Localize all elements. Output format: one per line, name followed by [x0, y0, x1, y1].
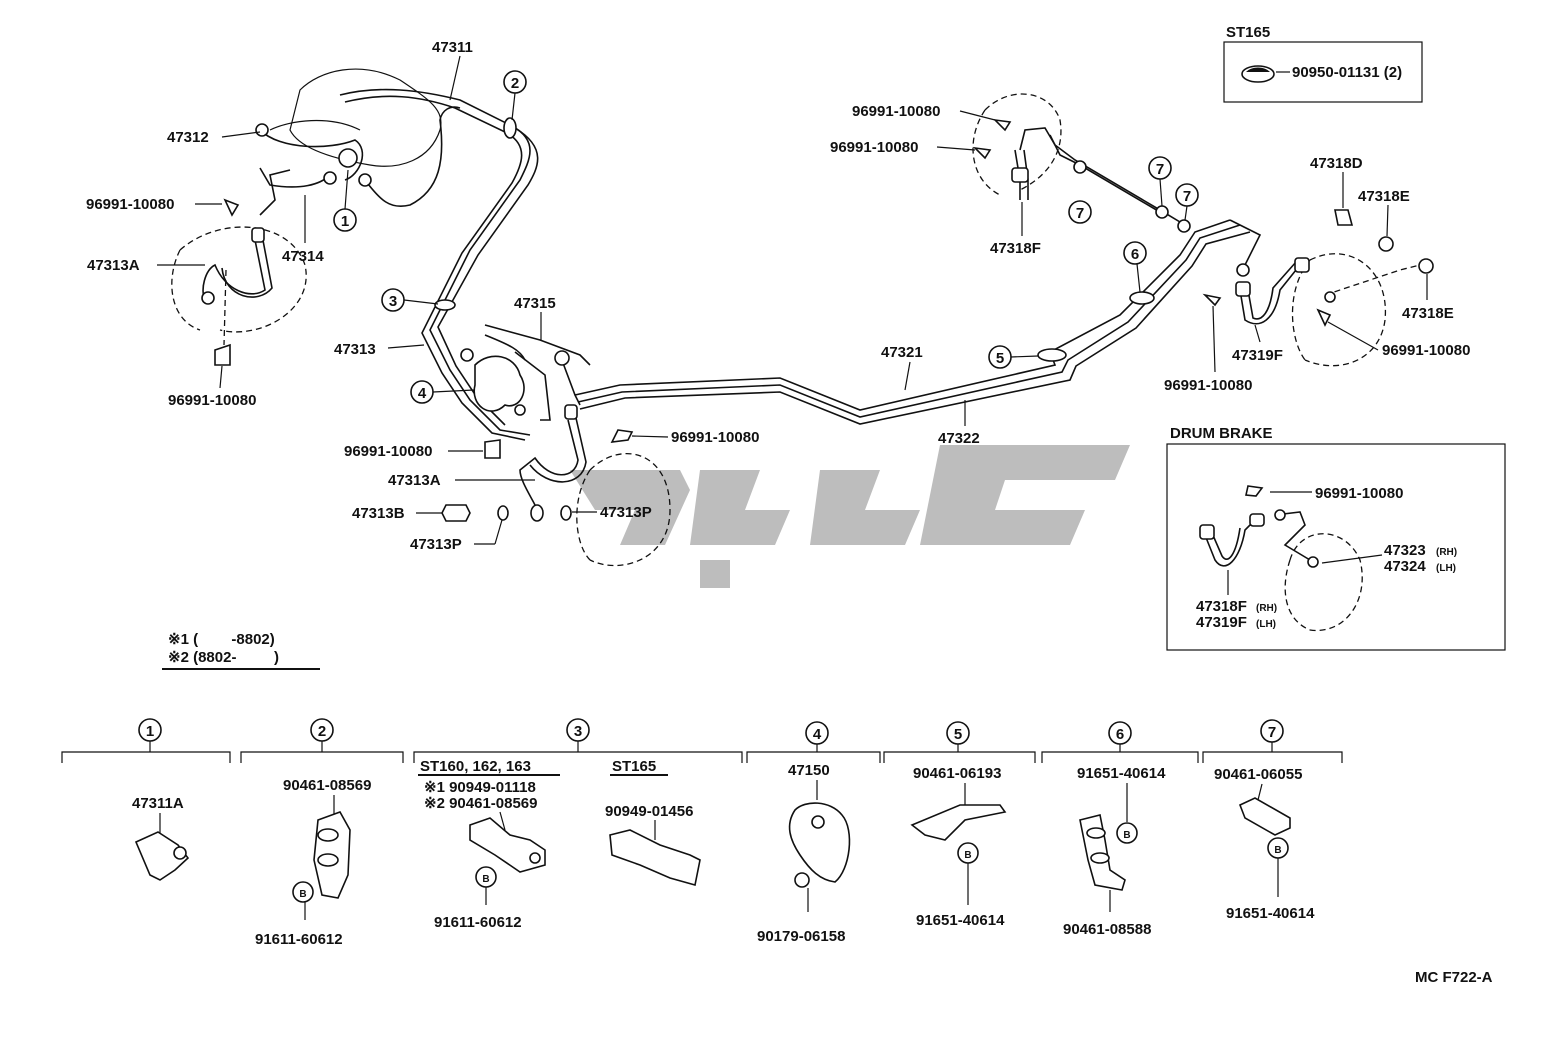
- master-cylinder-area: [255, 68, 511, 207]
- rear-brake-pipes: [574, 219, 1262, 425]
- st165-box-title: ST165: [1226, 24, 1270, 41]
- label-96991-c: 96991-10080: [344, 443, 432, 460]
- label-47318E-a: 47318E: [1358, 188, 1410, 205]
- label-47314: 47314: [282, 248, 324, 265]
- label-47313A-a: 47313A: [87, 257, 140, 274]
- svg-text:B: B: [964, 850, 971, 861]
- label-47313B: 47313B: [352, 505, 405, 522]
- label-90950: 90950-01131 (2): [1292, 64, 1402, 81]
- detail-callout-3: 3: [574, 723, 582, 740]
- label-47322: 47322: [938, 430, 980, 447]
- drum-label-47324: 47324: [1384, 558, 1426, 575]
- diagram-code: MC F722-A: [1415, 969, 1493, 986]
- callout-7a: 7: [1076, 205, 1084, 222]
- note-1: ※1 ( -8802): [168, 631, 275, 648]
- svg-text:B: B: [482, 874, 489, 885]
- clamp7-top: 90461-06055: [1214, 766, 1302, 783]
- label-47319F: 47319F: [1232, 347, 1283, 364]
- rear-right-brake: [1202, 209, 1434, 367]
- label-47311: 47311: [432, 39, 473, 56]
- label-47313: 47313: [334, 341, 376, 358]
- clamp3-header-b: ST165: [612, 758, 656, 775]
- production-date-notes: ※1 ( -8802) ※2 (8802- ): [162, 631, 320, 670]
- callout-7c: 7: [1183, 188, 1191, 205]
- callout-4: 4: [418, 385, 427, 402]
- callout-6: 6: [1131, 246, 1139, 263]
- callout-2: 2: [511, 75, 519, 92]
- label-96991-b: 96991-10080: [168, 392, 256, 409]
- clamp3-header-a: ST160, 162, 163: [420, 758, 531, 775]
- clamp6-top: 91651-40614: [1077, 765, 1166, 782]
- label-96991-g: 96991-10080: [1164, 377, 1252, 394]
- clamp2-bot: 91611-60612: [255, 931, 343, 948]
- detail-callout-4: 4: [813, 726, 822, 743]
- label-96991-e: 96991-10080: [852, 103, 940, 120]
- detail-callout-1: 1: [146, 723, 154, 740]
- callouts-main: 2 1 3 4 5 6 7 7 7: [333, 70, 1199, 404]
- callout-3: 3: [389, 293, 397, 310]
- label-96991-d: 96991-10080: [671, 429, 759, 446]
- clamp3-note1: ※1 90949-01118: [424, 779, 536, 796]
- clamp4-top: 47150: [788, 762, 830, 779]
- label-96991-a: 96991-10080: [86, 196, 174, 213]
- clamp7-bot: 91651-40614: [1226, 905, 1315, 922]
- detail-callout-6: 6: [1116, 726, 1124, 743]
- svg-text:B: B: [299, 889, 306, 900]
- detail-callout-5: 5: [954, 726, 962, 743]
- svg-text:(RH): (RH): [1436, 547, 1457, 558]
- label-96991-f: 96991-10080: [830, 139, 918, 156]
- svg-text:B: B: [1123, 830, 1130, 841]
- clamp2-top: 90461-08569: [283, 777, 371, 794]
- label-47318E-b: 47318E: [1402, 305, 1454, 322]
- label-47313P-a: 47313P: [410, 536, 462, 553]
- svg-text:(LH): (LH): [1256, 619, 1276, 630]
- callout-7b: 7: [1156, 161, 1164, 178]
- drum-label-47323: 47323: [1384, 542, 1426, 559]
- front-left-brake: [171, 169, 307, 366]
- detail-callout-2: 2: [318, 723, 326, 740]
- rear-upper-brake: [972, 93, 1191, 233]
- proportioning-valve-area: [441, 324, 671, 567]
- clamp1-part: 47311A: [132, 795, 184, 812]
- clamp6-bot: 90461-08588: [1063, 921, 1151, 938]
- label-47321: 47321: [881, 344, 923, 361]
- part-labels: 47311 47312 96991-10080 47313A 47314 969…: [86, 39, 1470, 553]
- clamp3-bot: 91611-60612: [434, 914, 522, 931]
- svg-text:(LH): (LH): [1436, 563, 1456, 574]
- clamp4-bot: 90179-06158: [757, 928, 845, 945]
- drum-brake-box: DRUM BRAKE 96991-10080 47323 (RH) 47324 …: [1166, 425, 1506, 651]
- drum-label-47318F: 47318F: [1196, 598, 1247, 615]
- label-47315: 47315: [514, 295, 556, 312]
- label-47318F: 47318F: [990, 240, 1041, 257]
- label-47313A-b: 47313A: [388, 472, 441, 489]
- label-47313P-b: 47313P: [600, 504, 652, 521]
- svg-text:(RH): (RH): [1256, 603, 1277, 614]
- front-brake-pipes: [421, 117, 539, 441]
- svg-text:B: B: [1274, 845, 1281, 856]
- watermark-logo: [570, 445, 1130, 588]
- clamp5-bot: 91651-40614: [916, 912, 1005, 929]
- drum-label-47319F: 47319F: [1196, 614, 1247, 631]
- note-2: ※2 (8802- ): [168, 649, 279, 666]
- label-47312: 47312: [167, 129, 209, 146]
- callout-1: 1: [341, 213, 349, 230]
- drum-brake-title: DRUM BRAKE: [1170, 425, 1273, 442]
- clamp5-top: 90461-06193: [913, 765, 1001, 782]
- label-96991-h: 96991-10080: [1382, 342, 1470, 359]
- st165-box: ST165 90950-01131 (2): [1223, 24, 1423, 103]
- clamp3b-part: 90949-01456: [605, 803, 693, 820]
- detail-callout-7: 7: [1268, 724, 1276, 741]
- clamp-detail-row: 1 2 3 4 5 6 7 47311A 90461-08569 B 91611…: [61, 718, 1343, 948]
- drum-label-96991: 96991-10080: [1315, 485, 1403, 502]
- label-47318D: 47318D: [1310, 155, 1363, 172]
- clamp3-note2: ※2 90461-08569: [424, 795, 538, 812]
- callout-5: 5: [996, 350, 1004, 367]
